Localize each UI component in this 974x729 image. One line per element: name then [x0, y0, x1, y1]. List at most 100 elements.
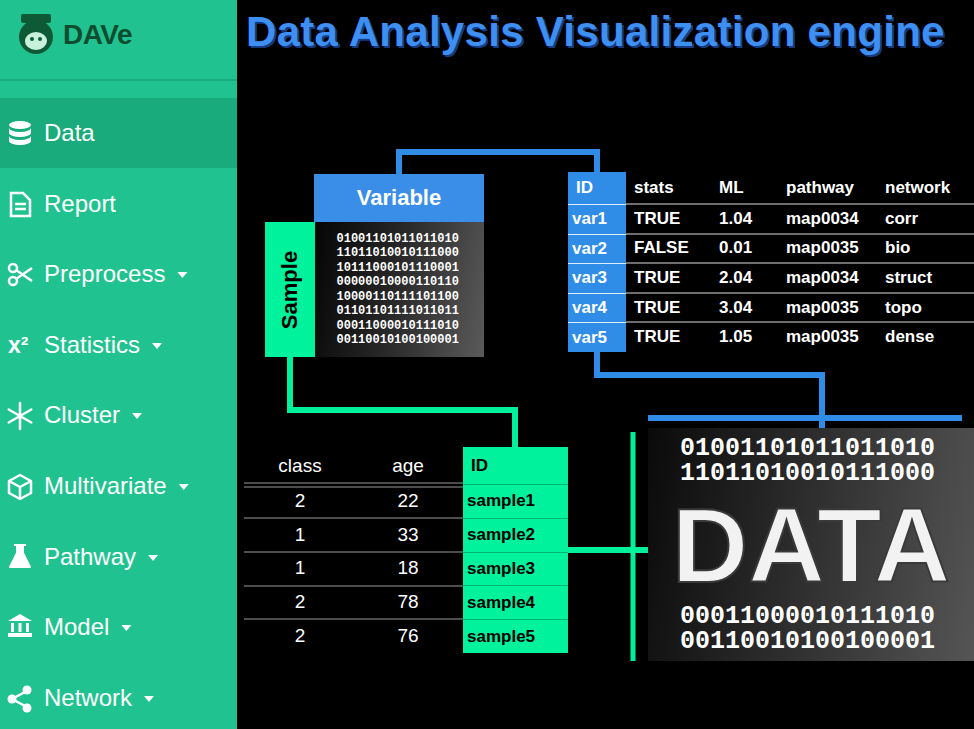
menu-item: Pathway	[0, 522, 237, 592]
id-cell: sample4	[463, 585, 568, 619]
table-rule	[244, 618, 463, 619]
cell-slot: map0035	[786, 234, 859, 264]
icon-part	[11, 623, 14, 632]
cell-slot: 22	[358, 484, 458, 518]
variable-id-column: IDvar1var2var3var4var5	[568, 172, 626, 352]
id-cell: sample5	[463, 619, 568, 653]
scissors-icon	[9, 264, 32, 285]
matrix-digits: 00011000010111010 00110010100100001	[680, 604, 942, 654]
cell-slot: bio	[885, 234, 911, 264]
cell-slot: 33	[358, 518, 458, 552]
table-rule	[244, 551, 463, 552]
table-cell: ML	[719, 178, 744, 198]
sidebar-ground	[0, 0, 237, 729]
menu-item: Preprocess	[0, 239, 237, 309]
cube-icon	[9, 475, 31, 499]
icon-part	[23, 686, 32, 695]
cell-slot: 18	[358, 552, 458, 586]
file-icon	[11, 193, 30, 216]
snowflake-icon	[9, 403, 32, 429]
dropdown-caret	[152, 343, 162, 349]
table-rule	[568, 262, 974, 263]
table-cell: topo	[885, 298, 922, 318]
table-cell: TRUE	[634, 268, 680, 288]
cell-slot: map0034	[786, 263, 859, 293]
menu-label: Network	[44, 684, 132, 712]
sample-table-rules	[244, 483, 463, 619]
table-cell: corr	[885, 209, 918, 229]
table-cell: map0035	[786, 238, 859, 258]
title-slot: Data Analysis Visualization engine	[246, 6, 945, 58]
table-rule	[244, 482, 463, 483]
menu-label: Data	[44, 119, 95, 147]
sample-bracket	[631, 432, 636, 661]
icon-part	[16, 268, 32, 281]
icon-part	[15, 204, 26, 209]
menu-item: Network	[0, 663, 237, 729]
icon-part	[19, 623, 22, 632]
logo-mascot	[19, 14, 53, 54]
table-cell: 1	[295, 524, 306, 546]
table-cell: TRUE	[634, 327, 680, 347]
cell-slot: FALSE	[634, 234, 689, 264]
cell-slot: 1.04	[719, 204, 752, 234]
table-cell: 76	[397, 625, 418, 647]
icon-part	[9, 481, 31, 499]
menu-label: Preprocess	[44, 260, 165, 288]
table-cell: age	[392, 455, 424, 477]
table-cell: class	[278, 455, 321, 477]
mascot-eye	[38, 37, 42, 41]
cell-slot: 1	[250, 552, 350, 586]
id-cell: sample3	[463, 552, 568, 586]
table-cell: 2	[295, 625, 306, 647]
menu-item: x²Statistics	[0, 310, 237, 380]
table-cell: stats	[634, 178, 674, 198]
icon-part	[23, 704, 32, 713]
mascot-face	[25, 32, 47, 50]
menu-item: Cluster	[0, 380, 237, 450]
table-rule	[568, 233, 974, 234]
cell-slot: stats	[634, 172, 674, 204]
icon-part	[9, 121, 31, 129]
id-cell: var1	[568, 204, 626, 234]
table-cell: pathway	[786, 178, 854, 198]
cell-slot: 76	[358, 619, 458, 653]
table-cell: 22	[397, 490, 418, 512]
table-cell: map0034	[786, 209, 859, 229]
id-cell: var5	[568, 322, 626, 352]
active-item-ground	[0, 98, 237, 168]
sample-id-column: IDsample1sample2sample3sample4sample5	[463, 447, 568, 653]
dropdown-caret	[148, 555, 158, 561]
table-rule	[244, 585, 463, 586]
menu-item: Report	[0, 169, 237, 239]
header-label: Sample	[277, 250, 303, 328]
cell-slot: corr	[885, 204, 918, 234]
table-cell: dense	[885, 327, 934, 347]
data-block: 01001101011011010 11011010010111000DATA0…	[648, 428, 974, 661]
table-cell: 78	[397, 591, 418, 613]
table-cell: 33	[397, 524, 418, 546]
table-cell: 2.04	[719, 268, 752, 288]
variable-header: Variable	[314, 174, 484, 222]
menu-label: Multivariate	[44, 472, 167, 500]
id-cell: var2	[568, 234, 626, 264]
table-rule	[244, 486, 463, 487]
cell-slot: map0035	[786, 293, 859, 323]
table-cell: map0035	[786, 327, 859, 347]
menu-item: Multivariate	[0, 451, 237, 521]
table-cell: 0.01	[719, 238, 752, 258]
table-rule	[568, 203, 974, 204]
sidebar-panel: DAVeDataReportPreprocess x²StatisticsClus…	[0, 0, 237, 729]
table-cell: TRUE	[634, 298, 680, 318]
variable-bracket	[648, 415, 962, 421]
matrix-digits: 01001101011011010 11011010010111000	[680, 436, 942, 486]
connector-line	[597, 352, 822, 428]
table-cell: 18	[397, 557, 418, 579]
table-cell: map0034	[786, 268, 859, 288]
logo-text: DAVe	[63, 19, 132, 51]
table-cell: 1	[295, 557, 306, 579]
connector-line	[568, 547, 648, 553]
cell-slot: topo	[885, 293, 922, 323]
icon-part	[11, 193, 30, 216]
dropdown-caret	[179, 484, 189, 490]
